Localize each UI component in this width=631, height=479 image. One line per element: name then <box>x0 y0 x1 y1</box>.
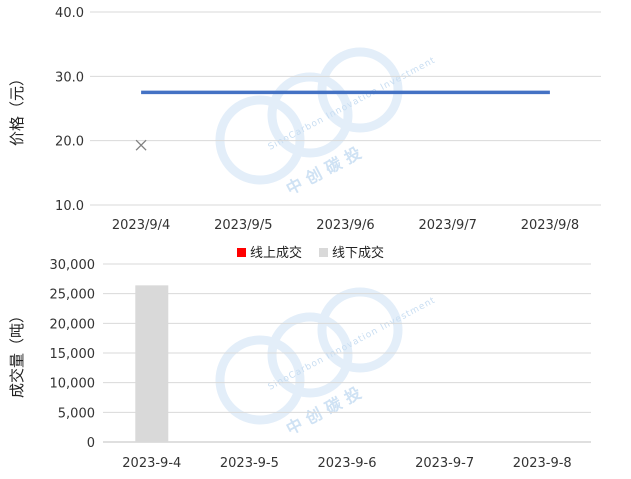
x-tick-label: 2023-9-7 <box>415 456 474 471</box>
y-tick-label: 0 <box>87 436 95 451</box>
watermark-ring <box>215 335 305 425</box>
legend-label: 线上成交 <box>250 245 302 261</box>
watermark-text: SinoCarbon Innovation Investment <box>267 55 438 152</box>
y-axis-title: 价格（元） <box>8 71 26 146</box>
x-tick-label: 2023/9/4 <box>112 218 170 233</box>
x-tick-label: 2023/9/6 <box>316 218 374 233</box>
x-marker-stroke <box>135 139 147 151</box>
x-tick-label: 2023/9/7 <box>419 218 477 233</box>
y-tick-label: 15,000 <box>50 347 96 362</box>
legend-swatch <box>237 248 246 257</box>
volume-chart: 0 5,000 10,000 15,000 20,000 25,000 30,000 2023… <box>8 245 591 471</box>
y-tick-label: 30,000 <box>50 258 96 273</box>
watermark-ring <box>267 72 353 158</box>
y-tick-label: 20,000 <box>50 317 96 332</box>
x-tick-label: 2023-9-4 <box>122 456 181 471</box>
y-tick-label: 20.0 <box>55 135 84 150</box>
watermark-ring <box>317 47 403 133</box>
watermark-ring <box>267 312 353 398</box>
x-tick-label: 2023/9/8 <box>521 218 579 233</box>
x-tick-label: 2023/9/5 <box>214 218 272 233</box>
y-tick-label: 40.0 <box>55 6 84 21</box>
watermark-ring <box>317 287 403 373</box>
y-tick-label: 5,000 <box>58 406 95 421</box>
legend-swatch <box>319 248 328 257</box>
watermark-ring <box>215 95 305 185</box>
y-axis-title: 成交量（吨） <box>8 308 26 398</box>
y-tick-label: 25,000 <box>50 288 96 303</box>
x-tick-label: 2023-9-6 <box>317 456 376 471</box>
price-chart: 10.0 20.0 30.0 40.0 2023/9/4 2023/9/5 2023/9/6… <box>8 6 601 233</box>
x-marker-point <box>135 139 147 151</box>
legend-label: 线下成交 <box>332 245 384 261</box>
bar-offline <box>135 285 169 442</box>
x-tick-label: 2023-9-5 <box>220 456 279 471</box>
watermark-text: SinoCarbon Innovation Investment <box>267 295 438 392</box>
y-tick-label: 30.0 <box>55 70 84 85</box>
x-tick-label: 2023-9-8 <box>513 456 572 471</box>
y-tick-label: 10,000 <box>50 377 96 392</box>
y-tick-label: 10.0 <box>55 199 84 214</box>
